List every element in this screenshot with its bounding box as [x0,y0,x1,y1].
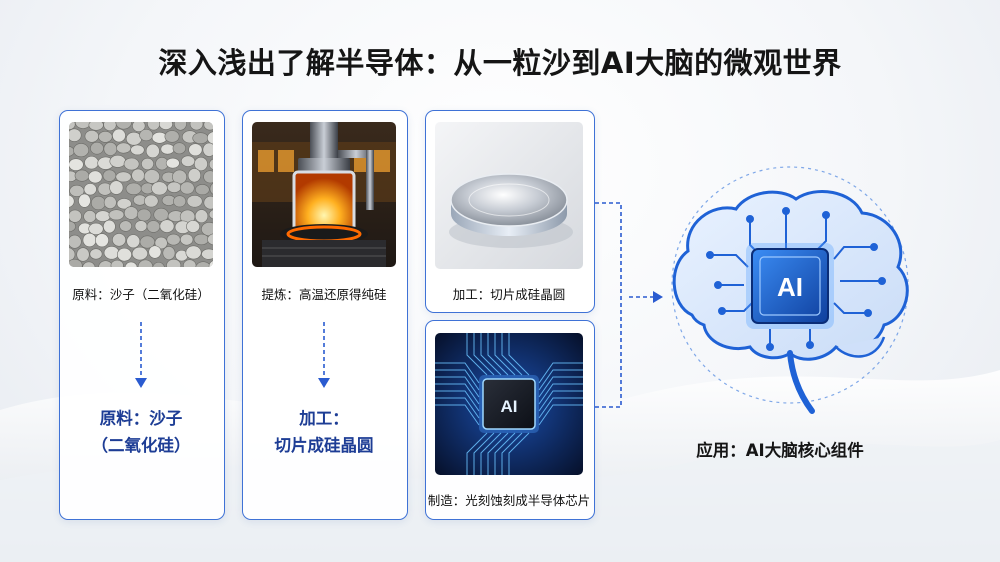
silicon-wafer-image [435,122,583,269]
brain-caption: 应用：AI大脑核心组件 [696,441,864,460]
ai-chip-image: AI [435,333,583,475]
card-2-big-line1: 加工： [299,409,349,428]
connector-bracket [595,202,663,408]
ai-brain-illustration: AI [671,166,909,414]
card-1-big-line2: （二氧化硅） [91,436,191,455]
card-2-caption: 提炼：高温还原得纯硅 [261,287,387,302]
arrow-down-icon [318,322,330,388]
card-1-caption: 原料：沙子（二氧化硅） [72,287,210,302]
page-title: 深入浅出了解半导体：从一粒沙到AI大脑的微观世界 [158,46,842,80]
chip-label: AI [501,397,518,416]
card-2-big-line2: 切片成硅晶圆 [274,436,374,455]
card-3-caption: 加工：切片成硅晶圆 [452,287,566,302]
card-2-big-label: 加工： 切片成硅晶圆 [242,405,406,459]
card-1-big-line1: 原料：沙子 [99,409,183,428]
card-4-caption: 制造：光刻蚀刻成半导体芯片 [427,493,591,508]
furnace-image [252,122,396,267]
sand-grains-image [69,122,213,267]
card-1-big-label: 原料：沙子 （二氧化硅） [59,405,223,459]
brain-chip-label: AI [777,272,803,302]
arrow-down-icon [135,322,147,388]
